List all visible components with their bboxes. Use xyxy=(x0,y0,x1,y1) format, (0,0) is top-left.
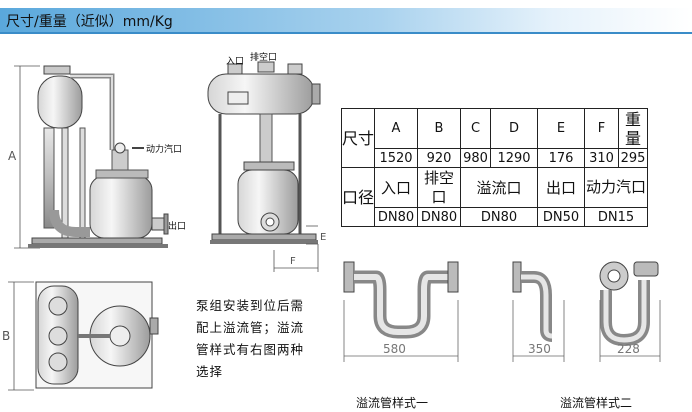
label-outlet: 出口 xyxy=(168,220,186,232)
top-view-drawing xyxy=(8,281,159,391)
label-power-inlet: 动力汽口 xyxy=(146,143,182,155)
port-label-cell: 口径 xyxy=(341,167,375,227)
header-c: C xyxy=(460,108,491,149)
pipe1-caption: 溢流管样式一 xyxy=(356,396,429,410)
port-inlet: 入口 xyxy=(374,167,418,208)
header-b: B xyxy=(417,108,461,149)
pipe1-dim: 580 xyxy=(383,342,406,356)
port-power: 动力汽口 xyxy=(584,167,648,208)
diameter-power: DN15 xyxy=(584,207,648,227)
diameter-vent: DN80 xyxy=(417,207,461,227)
port-label: 口径 xyxy=(342,187,375,207)
header-a: A xyxy=(374,108,418,149)
size-label-cell: 尺寸 xyxy=(341,108,375,168)
diameter-outlet: DN50 xyxy=(537,207,585,227)
dim-f-label: F xyxy=(290,256,296,267)
pipe-style-1-drawing xyxy=(343,261,459,362)
value-weight: 295 xyxy=(618,148,648,168)
dim-e-label: E xyxy=(320,232,326,243)
section-header: 尺寸/重量（近似）mm/Kg xyxy=(0,8,692,34)
header-f: F xyxy=(584,108,619,149)
diameter-overflow: DN80 xyxy=(460,207,538,227)
front-view-drawing: A xyxy=(8,65,169,249)
top-strip xyxy=(0,0,692,6)
header-d: D xyxy=(490,108,538,149)
section-title: 尺寸/重量（近似）mm/Kg xyxy=(6,14,173,30)
header-underline xyxy=(0,32,692,34)
value-b: 920 xyxy=(417,148,461,168)
pipe2-dim-a: 350 xyxy=(528,342,551,356)
table-row-headers: 尺寸 A B C D E F 重量 xyxy=(341,108,648,168)
value-d: 1290 xyxy=(490,148,538,168)
value-a: 1520 xyxy=(374,148,418,168)
table-row-values: 1520 920 980 1290 176 310 295 xyxy=(342,148,648,168)
pipe-style-2-drawing xyxy=(512,261,661,362)
pipe2-caption: 溢流管样式二 xyxy=(560,396,633,410)
table-row-diameters: DN80 DN80 DN80 DN50 DN15 xyxy=(342,207,648,227)
install-note: 泵组安装到位后需配上溢流管；溢流管样式有右图两种选择 xyxy=(196,298,305,379)
value-f: 310 xyxy=(584,148,619,168)
dim-b-label: B xyxy=(2,329,10,343)
label-vent: 排空口 xyxy=(250,51,277,63)
label-inlet: 入口 xyxy=(226,56,244,67)
size-label: 尺寸 xyxy=(342,128,375,148)
port-overflow: 溢流口 xyxy=(460,167,538,208)
value-c: 980 xyxy=(460,148,491,168)
value-e: 176 xyxy=(537,148,585,168)
side-view-drawing xyxy=(207,61,321,272)
port-outlet: 出口 xyxy=(537,167,585,208)
header-weight: 重量 xyxy=(618,108,648,149)
pipe2-dim-b: 228 xyxy=(617,342,640,356)
diameter-inlet: DN80 xyxy=(374,207,418,227)
header-e: E xyxy=(537,108,585,149)
table-row-ports: 口径 入口 排空口 溢流口 出口 动力汽口 xyxy=(341,167,648,227)
spec-table: 尺寸 A B C D E F 重量 1520 920 980 1290 176 … xyxy=(341,108,648,227)
port-vent: 排空口 xyxy=(417,167,461,208)
dim-a-label: A xyxy=(8,149,17,163)
